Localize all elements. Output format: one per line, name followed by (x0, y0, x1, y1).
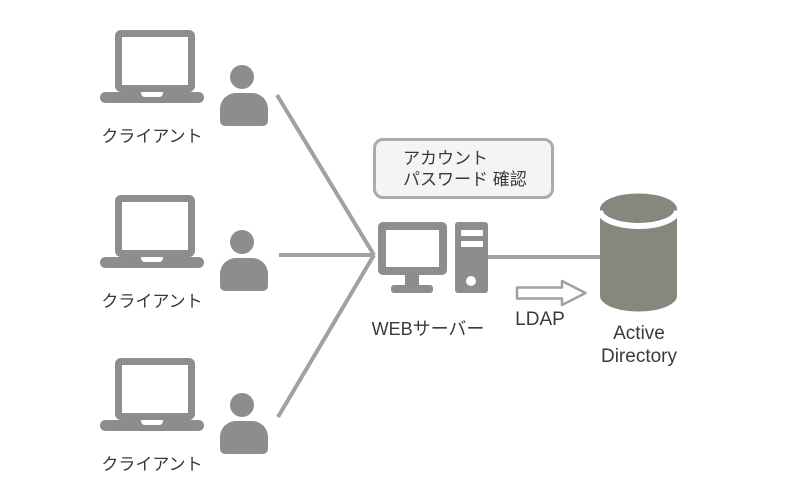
callout-line2: パスワード 確認 (403, 170, 527, 189)
web-server-node: WEBサーバー (372, 222, 518, 342)
ldap-arrow-icon (515, 279, 587, 307)
monitor-icon (378, 222, 447, 275)
client-label: クライアント (101, 127, 203, 146)
callout-box: アカウント パスワード 確認 (373, 138, 554, 199)
client-node-1: クライアント (100, 30, 270, 165)
connector-client1-server (275, 93, 376, 257)
tower-icon (455, 222, 488, 293)
user-icon (230, 65, 254, 89)
user-icon (230, 393, 254, 417)
tower-power-dot (466, 276, 476, 286)
database-icon (597, 193, 680, 312)
laptop-base (100, 92, 204, 103)
laptop-notch (141, 92, 163, 97)
ldap-label: LDAP (515, 309, 565, 330)
tower-slot (461, 230, 483, 236)
laptop-icon (115, 358, 195, 420)
laptop-icon (115, 195, 195, 257)
active-directory-label-line2: Directory (600, 346, 677, 367)
client-node-2: クライアント (100, 195, 270, 330)
laptop-base (100, 420, 204, 431)
connector-client3-server (276, 253, 376, 419)
laptop-notch (141, 420, 163, 425)
active-directory-label: Active Directory (578, 322, 700, 368)
tower-slot (461, 241, 483, 247)
user-icon-body (220, 421, 268, 454)
laptop-base (100, 257, 204, 268)
client-label: クライアント (101, 455, 203, 474)
laptop-notch (141, 257, 163, 262)
server-label: WEBサーバー (371, 319, 485, 339)
client-label: クライアント (101, 292, 203, 311)
user-icon-body (220, 258, 268, 291)
user-icon-body (220, 93, 268, 126)
monitor-stand (405, 275, 419, 287)
callout-line1: アカウント (403, 149, 488, 168)
user-icon (230, 230, 254, 254)
active-directory-label-line1: Active (613, 323, 665, 344)
laptop-icon (115, 30, 195, 92)
client-node-3: クライアント (100, 358, 270, 493)
monitor-base (391, 285, 433, 293)
